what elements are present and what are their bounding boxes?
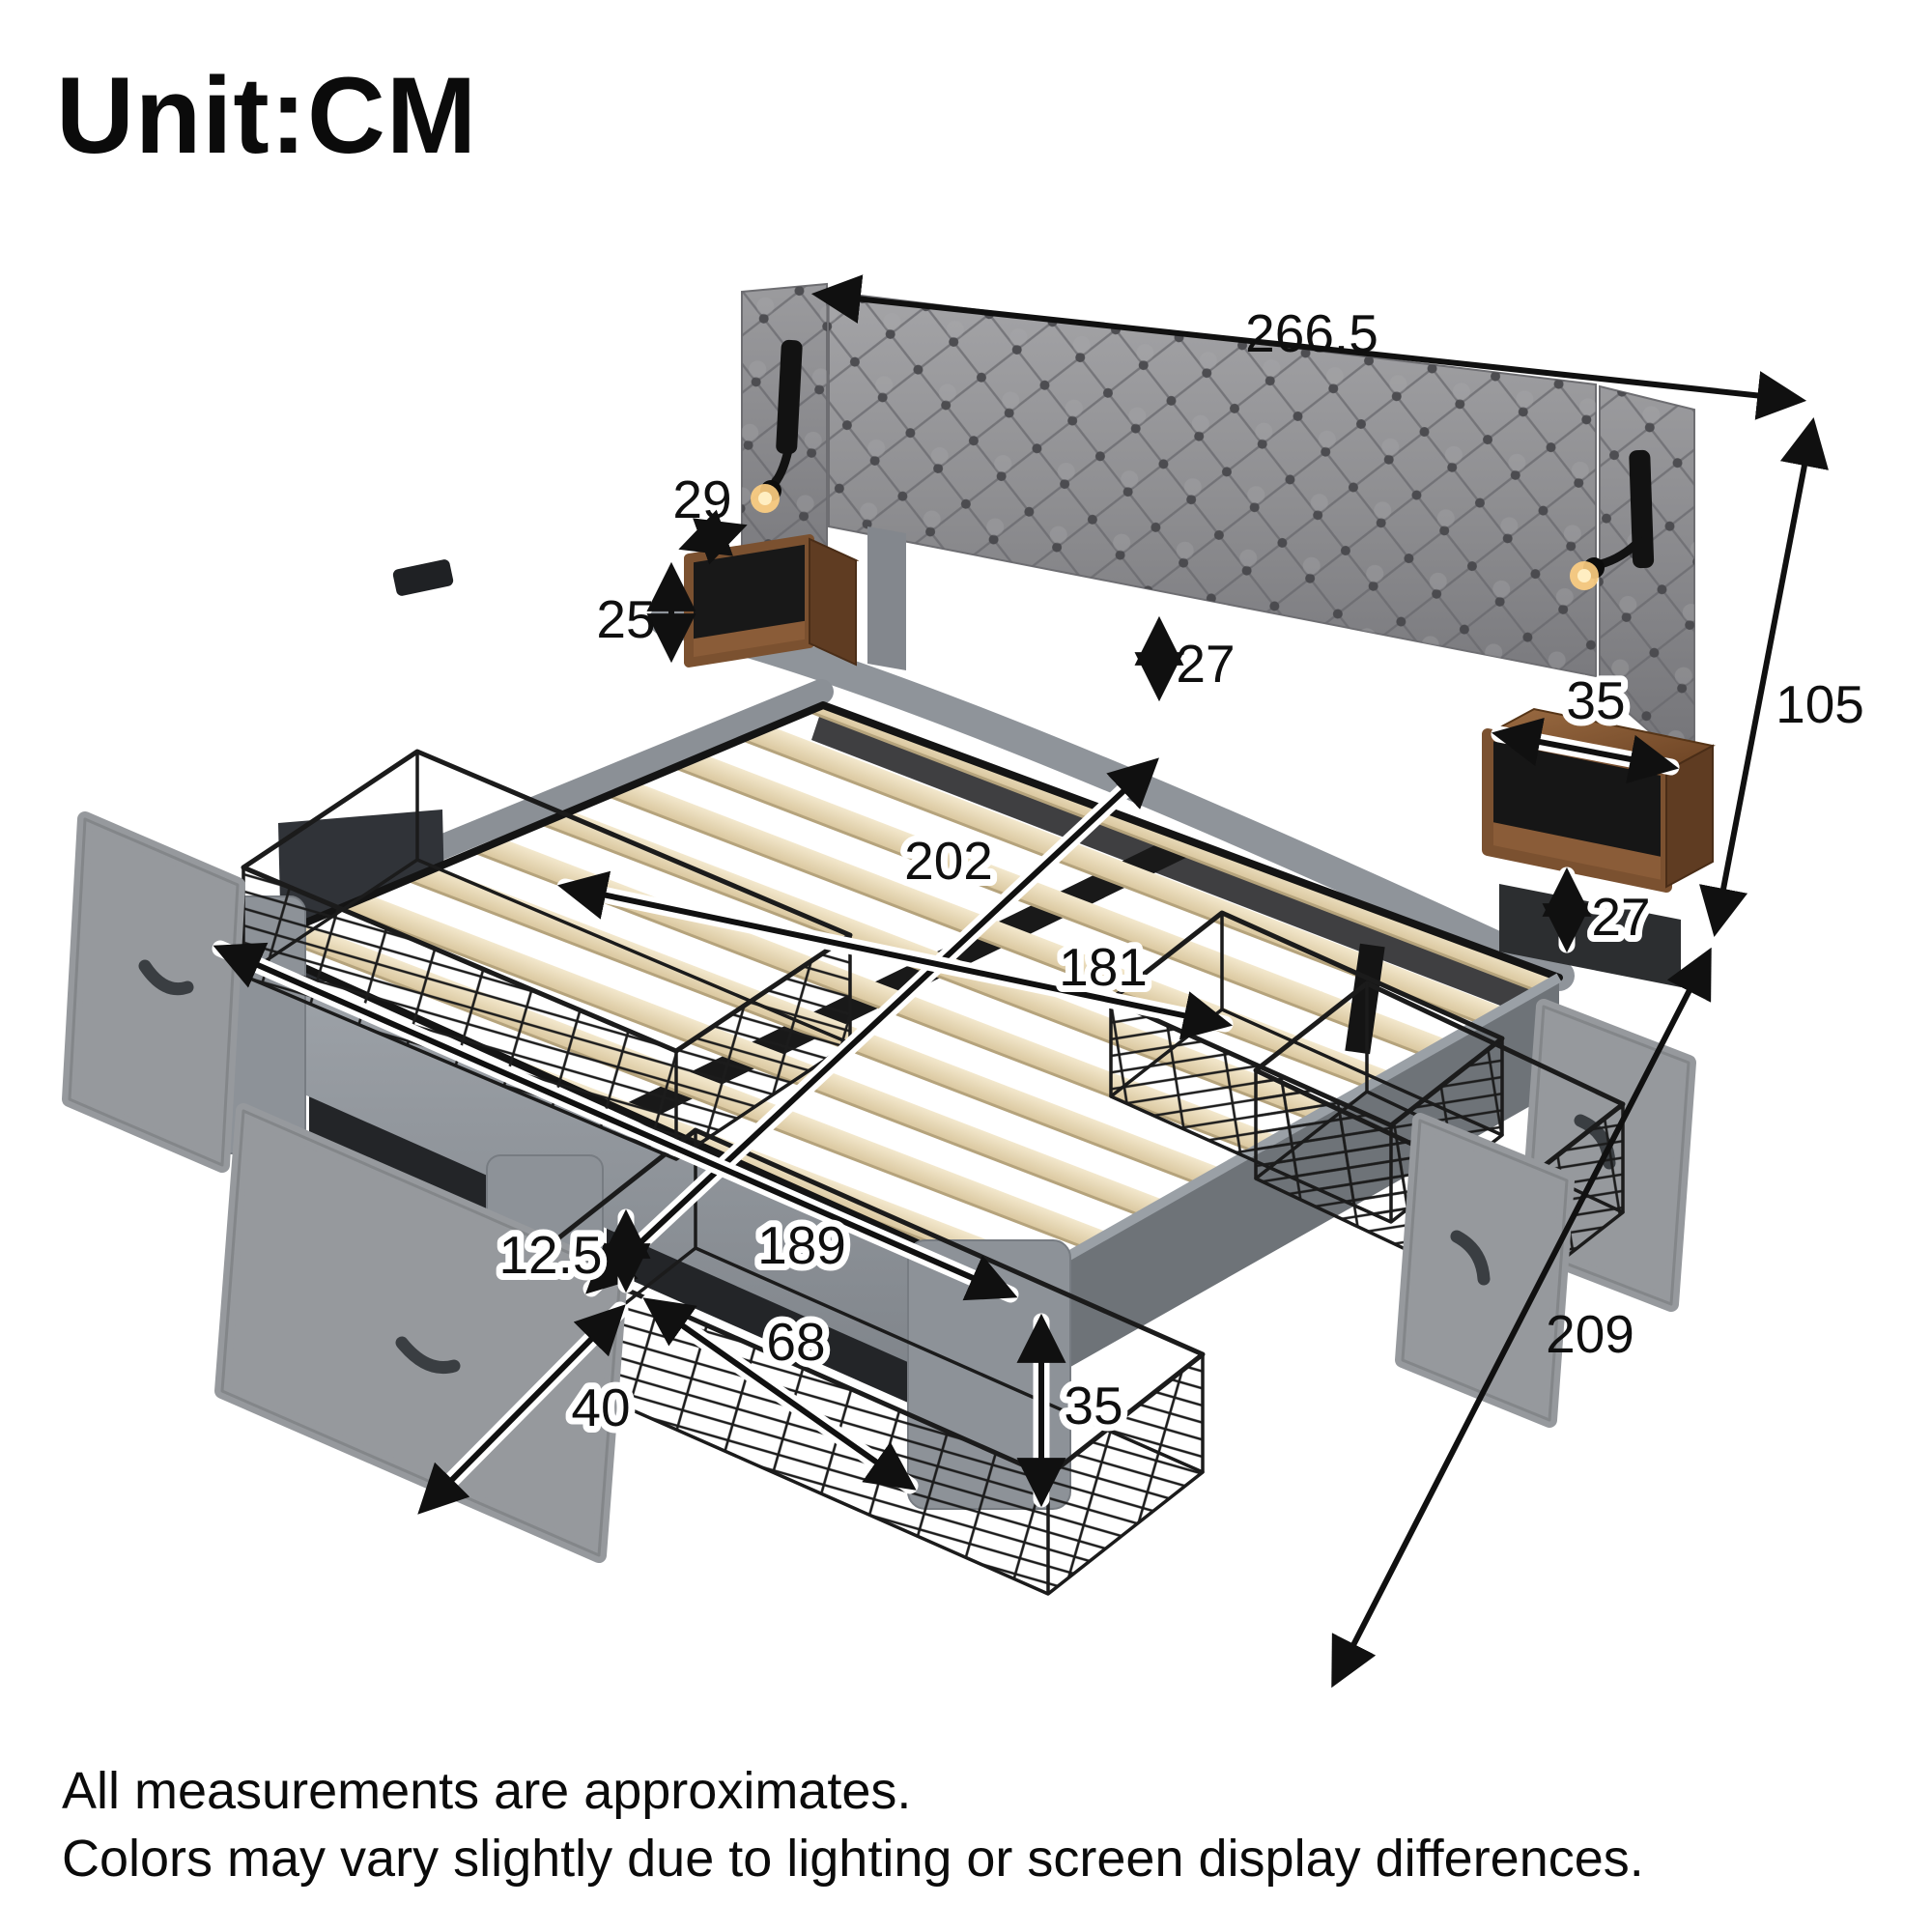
dim-inner-width-label: 181 xyxy=(1059,937,1148,997)
dim-total-width-label: 266.5 xyxy=(1245,303,1378,363)
reading-light-right-icon xyxy=(1570,449,1655,590)
dimension-annotations: 266.5 105 209 29 25 27 35 xyxy=(212,274,1864,1689)
dim-total-width: 266.5 xyxy=(810,274,1807,420)
dim-total-depth: 209 xyxy=(1331,947,1712,1689)
dim-basket-length-label: 68 xyxy=(766,1312,825,1372)
headboard-support-post xyxy=(867,526,906,670)
dim-headboard-gap: 27 xyxy=(1134,615,1236,702)
rail-bracket xyxy=(392,559,454,596)
dim-basket-length: 68 xyxy=(640,1293,919,1494)
dim-outer-width: 189 xyxy=(212,940,1019,1303)
unit-title: Unit:CM xyxy=(56,55,477,176)
dim-footboard-height: 35 xyxy=(1016,1313,1130,1508)
dim-shelf-height-label: 25 xyxy=(596,589,655,649)
dim-basket-height-label: 12.5 xyxy=(498,1225,602,1285)
dim-shelf-depth-label: 29 xyxy=(672,469,731,529)
dim-shelf-width-label: 35 xyxy=(1566,670,1625,730)
dim-basket-width-label: 40 xyxy=(571,1378,630,1437)
dim-total-depth-label: 209 xyxy=(1546,1304,1634,1364)
dim-shelf-floor-gap: 27 xyxy=(1542,867,1658,953)
disclaimer-line-2: Colors may vary slightly due to lighting… xyxy=(62,1830,1644,1888)
dim-shelf-height: 25 xyxy=(596,561,696,664)
dim-total-height: 105 xyxy=(1699,416,1864,938)
dim-outer-width-label: 189 xyxy=(757,1215,846,1275)
dim-headboard-gap-label: 27 xyxy=(1176,634,1235,694)
dim-basket-width: 40 xyxy=(414,1301,638,1518)
floating-shelf-left xyxy=(684,534,860,668)
dim-basket-height: 12.5 xyxy=(492,1208,651,1293)
dim-total-height-label: 105 xyxy=(1776,674,1864,734)
reading-light-left-icon xyxy=(751,339,803,513)
drawer-front-panel xyxy=(62,811,245,1173)
dim-shelf-width: 35 xyxy=(1491,664,1680,784)
headboard-right-wing xyxy=(1570,384,1695,774)
drawer-handle xyxy=(138,959,194,996)
disclaimer-line-1: All measurements are approximates. xyxy=(62,1762,911,1820)
dim-footboard-height-label: 35 xyxy=(1064,1376,1122,1435)
dim-shelf-depth: 29 xyxy=(672,469,748,565)
dim-slat-length-label: 202 xyxy=(904,831,993,891)
dim-shelf-floor-gap-label: 27 xyxy=(1591,887,1650,947)
